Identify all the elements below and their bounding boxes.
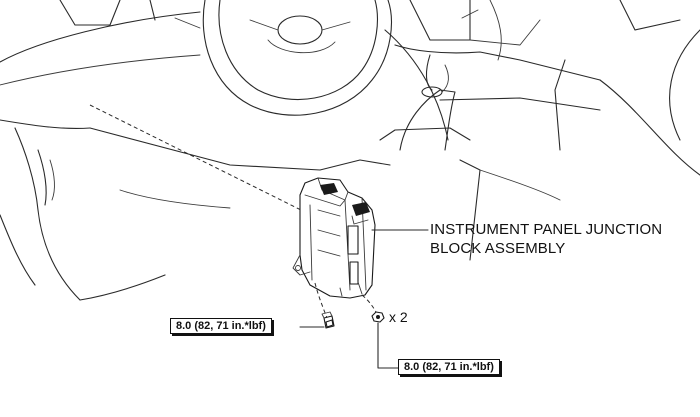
part-name-line1: INSTRUMENT PANEL JUNCTION	[430, 221, 663, 238]
nut-icon	[371, 311, 385, 323]
part-name-line2: BLOCK ASSEMBLY	[430, 240, 566, 257]
bolt-torque-spec: 8.0 (82, 71 in.*lbf)	[170, 318, 272, 334]
nut-torque-spec: 8.0 (82, 71 in.*lbf)	[398, 359, 500, 375]
nut-guide-line	[361, 294, 377, 313]
nut-torque-leader	[377, 322, 399, 369]
locator-line	[89, 104, 306, 213]
steering-wheel	[202, 0, 392, 116]
instrument-panel	[0, 0, 601, 141]
lower-panel	[0, 119, 561, 301]
center-console	[379, 0, 700, 176]
part-name-label: INSTRUMENT PANEL JUNCTION BLOCK ASSEMBLY	[430, 220, 662, 258]
junction-block-assembly	[292, 177, 376, 299]
bolt-icon	[321, 311, 335, 329]
nut-quantity-label: x 2	[389, 309, 408, 325]
bolt-guide-line	[314, 282, 328, 319]
